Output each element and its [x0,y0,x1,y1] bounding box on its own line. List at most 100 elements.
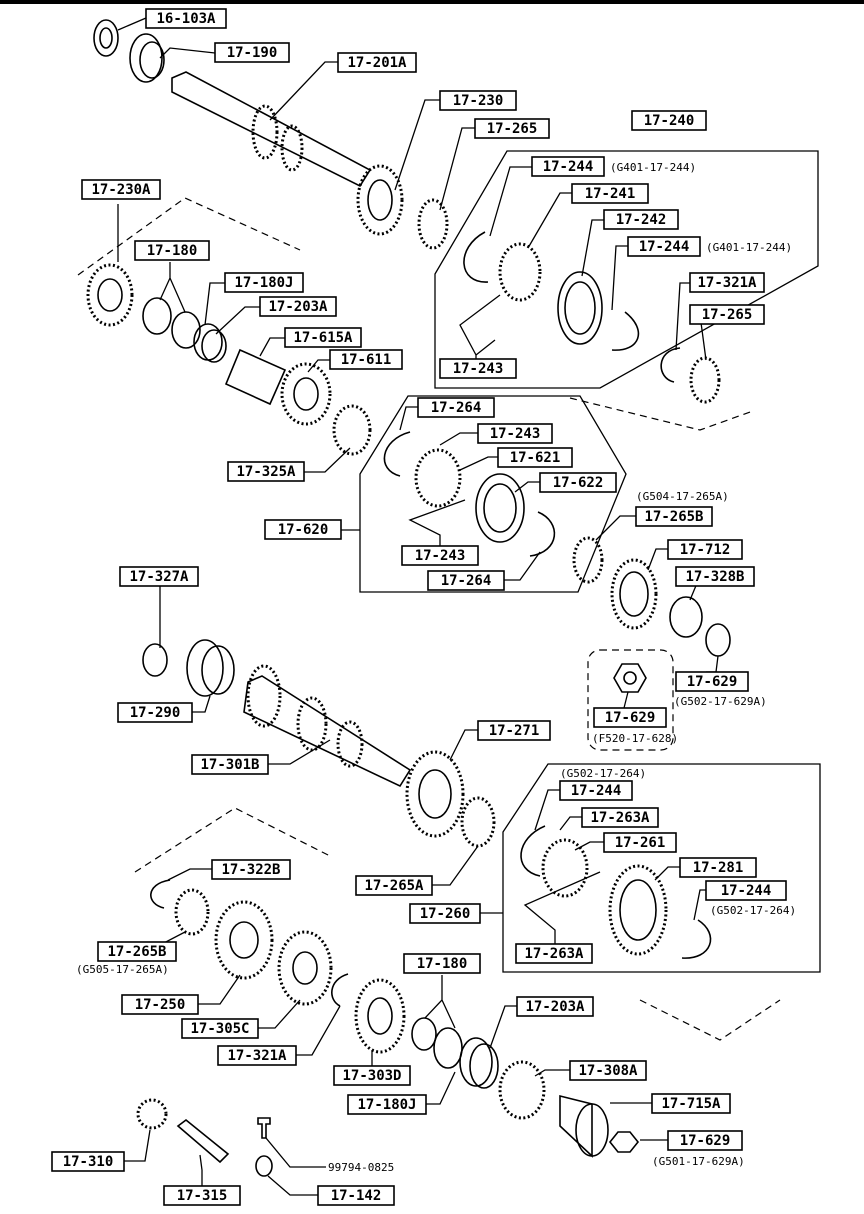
gear-17-303D-part [354,978,406,1054]
label-17-240[interactable]: 17-240 [631,110,707,131]
label-17-241[interactable]: 17-241 [571,183,649,204]
label-17-301B[interactable]: 17-301B [191,754,269,775]
label-17-243-c[interactable]: 17-243 [401,545,479,566]
label-17-265-right[interactable]: 17-265 [689,304,765,325]
label-17-308A[interactable]: 17-308A [569,1060,647,1081]
svg-text:17-265: 17-265 [702,307,753,323]
svg-text:17-264: 17-264 [441,573,492,589]
label-17-303D[interactable]: 17-303D [333,1065,411,1086]
svg-text:17-142: 17-142 [331,1188,382,1204]
parts [86,19,731,1177]
svg-text:17-308A: 17-308A [578,1063,638,1079]
label-17-281[interactable]: 17-281 [679,857,757,878]
label-17-265B-bottom[interactable]: 17-265B [97,941,177,962]
label-17-243-b[interactable]: 17-243 [477,423,553,444]
nut-17-629-part [613,663,647,693]
label-17-180J-bottom[interactable]: 17-180J [347,1094,427,1115]
label-17-328B[interactable]: 17-328B [675,566,755,587]
note-g401-244-b: (G401-17-244) [706,241,792,254]
label-17-325A[interactable]: 17-325A [227,461,305,482]
note-g401-244-a: (G401-17-244) [610,161,696,174]
label-17-263A-b[interactable]: 17-263A [515,943,593,964]
svg-text:17-240: 17-240 [644,113,695,129]
label-17-622[interactable]: 17-622 [539,472,617,493]
svg-text:17-264: 17-264 [431,400,482,416]
label-17-620[interactable]: 17-620 [264,519,342,540]
gear-17-230A-part [86,263,134,327]
svg-text:17-622: 17-622 [553,475,604,491]
label-17-712[interactable]: 17-712 [667,539,743,560]
label-17-321A-top[interactable]: 17-321A [689,272,765,293]
label-17-244-a[interactable]: 17-244 [531,156,605,177]
label-17-315[interactable]: 17-315 [163,1185,241,1206]
label-17-260[interactable]: 17-260 [409,903,481,924]
label-17-203A-top[interactable]: 17-203A [259,296,337,317]
svg-text:17-203A: 17-203A [525,999,585,1015]
label-17-180-bottom[interactable]: 17-180 [403,953,481,974]
label-17-244-d[interactable]: 17-244 [705,880,787,901]
note-g504-265A: (G504-17-265A) [636,490,729,503]
label-17-190[interactable]: 17-190 [214,42,290,63]
gear-17-250-part [214,900,274,980]
label-17-263A-a[interactable]: 17-263A [581,807,659,828]
label-17-244-b[interactable]: 17-244 [627,236,701,257]
label-17-327A[interactable]: 17-327A [119,566,199,587]
svg-text:17-271: 17-271 [489,723,540,739]
gear-17-310-part [136,1098,168,1130]
label-17-271[interactable]: 17-271 [477,720,551,741]
svg-text:17-615A: 17-615A [293,330,353,346]
shaft-17-315-part [176,1118,230,1164]
label-17-244-c[interactable]: 17-244 [559,780,633,801]
label-17-243-top[interactable]: 17-243 [439,358,517,379]
label-17-615A[interactable]: 17-615A [284,327,362,348]
label-17-322B[interactable]: 17-322B [211,859,291,880]
svg-text:17-244: 17-244 [721,883,772,899]
note-g501-629A: (G501-17-629A) [652,1155,745,1168]
svg-text:17-230: 17-230 [453,93,504,109]
svg-text:17-203A: 17-203A [268,299,328,315]
note-g502-264-right: (G502-17-264) [710,904,796,917]
gear-17-305C-part [277,930,333,1006]
label-17-180J-top[interactable]: 17-180J [224,272,304,293]
label-17-230A[interactable]: 17-230A [81,179,161,200]
label-17-261[interactable]: 17-261 [603,832,677,853]
label-17-321A-bottom[interactable]: 17-321A [217,1045,297,1066]
label-17-180-top[interactable]: 17-180 [134,240,210,261]
label-16-103A[interactable]: 16-103A [145,8,227,29]
label-17-203A-bottom[interactable]: 17-203A [516,996,594,1017]
svg-text:17-244: 17-244 [571,783,622,799]
svg-text:17-712: 17-712 [680,542,731,558]
label-17-265[interactable]: 17-265 [474,118,550,139]
svg-text:17-327A: 17-327A [129,569,189,585]
svg-text:17-310: 17-310 [63,1154,114,1170]
label-17-310[interactable]: 17-310 [51,1151,125,1172]
label-17-629-b[interactable]: 17-629 [593,707,667,728]
label-17-264-b[interactable]: 17-264 [427,570,505,591]
label-17-290[interactable]: 17-290 [117,702,193,723]
svg-text:17-201A: 17-201A [347,55,407,71]
svg-text:17-265B: 17-265B [644,509,703,525]
svg-text:17-715A: 17-715A [661,1096,721,1112]
label-17-242[interactable]: 17-242 [603,209,679,230]
svg-text:17-265: 17-265 [487,121,538,137]
note-99794-0825: 99794-0825 [328,1161,394,1174]
label-17-305C[interactable]: 17-305C [181,1018,259,1039]
label-17-265B-mid[interactable]: 17-265B [635,506,713,527]
label-17-629-c[interactable]: 17-629 [667,1130,743,1151]
svg-text:17-243: 17-243 [453,361,504,377]
label-17-621[interactable]: 17-621 [497,447,573,468]
label-17-265A[interactable]: 17-265A [355,875,433,896]
label-17-142[interactable]: 17-142 [317,1185,395,1206]
label-17-264-a[interactable]: 17-264 [417,397,495,418]
label-17-250[interactable]: 17-250 [121,994,199,1015]
svg-text:17-180J: 17-180J [357,1097,416,1113]
label-17-201A[interactable]: 17-201A [337,52,417,73]
svg-text:17-265A: 17-265A [364,878,424,894]
svg-text:17-321A: 17-321A [697,275,757,291]
label-17-715A[interactable]: 17-715A [651,1093,731,1114]
label-17-629-a[interactable]: 17-629 [675,671,749,692]
label-17-230[interactable]: 17-230 [439,90,517,111]
svg-text:17-190: 17-190 [227,45,278,61]
svg-text:17-620: 17-620 [278,522,329,538]
label-17-611[interactable]: 17-611 [329,349,403,370]
